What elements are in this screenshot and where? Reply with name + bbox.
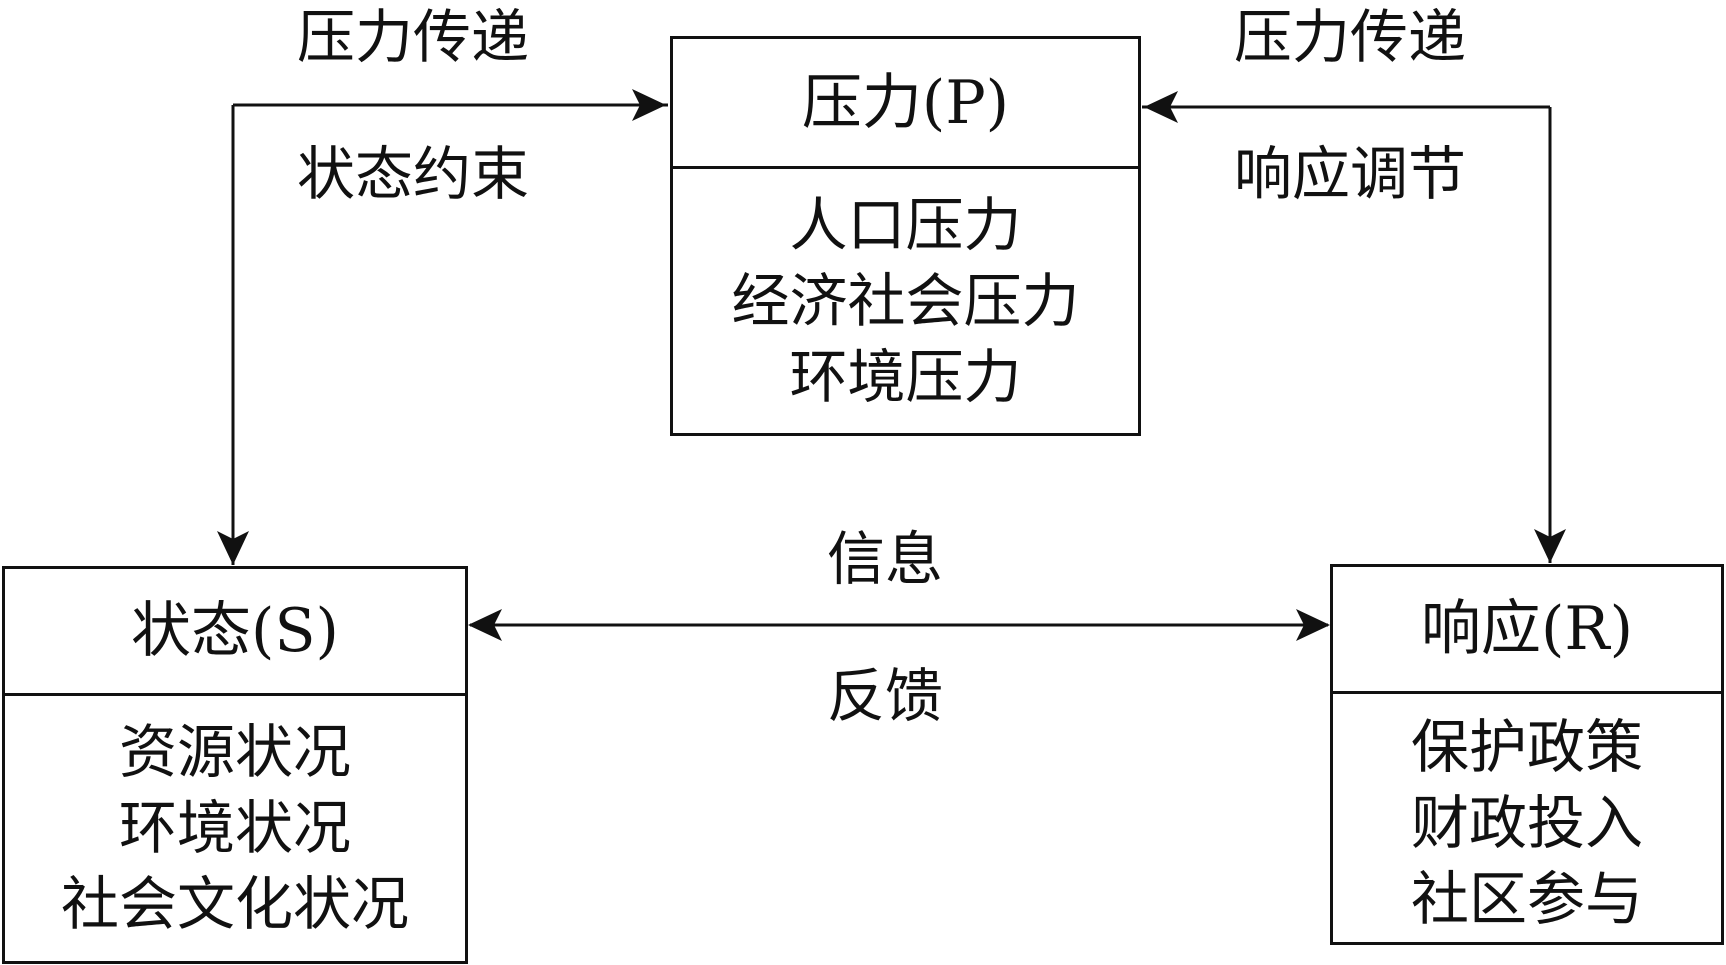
response-divider (1333, 691, 1721, 694)
label-pressure-transfer-left: 压力传递 (297, 3, 530, 71)
response-items: 保护政策 财政投入 社区参与 (1333, 709, 1721, 937)
pressure-item: 经济社会压力 (731, 267, 1080, 335)
state-title: 状态(S) (131, 596, 339, 666)
state-divider (5, 693, 465, 696)
label-information: 信息 (827, 525, 944, 593)
state-items: 资源状况 环境状况 社会文化状况 (5, 714, 465, 942)
label-response-regulation: 响应调节 (1234, 140, 1467, 208)
arrowhead-pressure-left (632, 89, 666, 121)
label-feedback: 反馈 (827, 662, 944, 730)
response-item: 财政投入 (1410, 789, 1643, 857)
arrowhead-response-left (1296, 609, 1330, 641)
pressure-item: 人口压力 (789, 191, 1022, 259)
pressure-divider (673, 166, 1138, 169)
label-state-constraint: 状态约束 (297, 140, 530, 208)
state-item: 资源状况 (118, 718, 351, 786)
pressure-box: 压力(P) 人口压力 经济社会压力 环境压力 (670, 36, 1141, 436)
state-item: 环境状况 (118, 794, 351, 862)
arrowhead-state-right (468, 609, 502, 641)
label-pressure-transfer-right: 压力传递 (1234, 3, 1467, 71)
pressure-items: 人口压力 经济社会压力 环境压力 (673, 187, 1138, 415)
state-box: 状态(S) 资源状况 环境状况 社会文化状况 (2, 566, 468, 964)
arrowhead-pressure-right (1144, 91, 1178, 123)
pressure-item: 环境压力 (789, 343, 1022, 411)
response-title: 响应(R) (1421, 594, 1633, 664)
arrowhead-response-top (1534, 529, 1566, 563)
response-box: 响应(R) 保护政策 财政投入 社区参与 (1330, 564, 1724, 945)
arrowhead-state-top (217, 531, 249, 565)
pressure-title: 压力(P) (801, 67, 1010, 138)
response-item: 保护政策 (1410, 713, 1643, 781)
state-item: 社会文化状况 (60, 870, 409, 938)
response-item: 社区参与 (1410, 865, 1643, 933)
